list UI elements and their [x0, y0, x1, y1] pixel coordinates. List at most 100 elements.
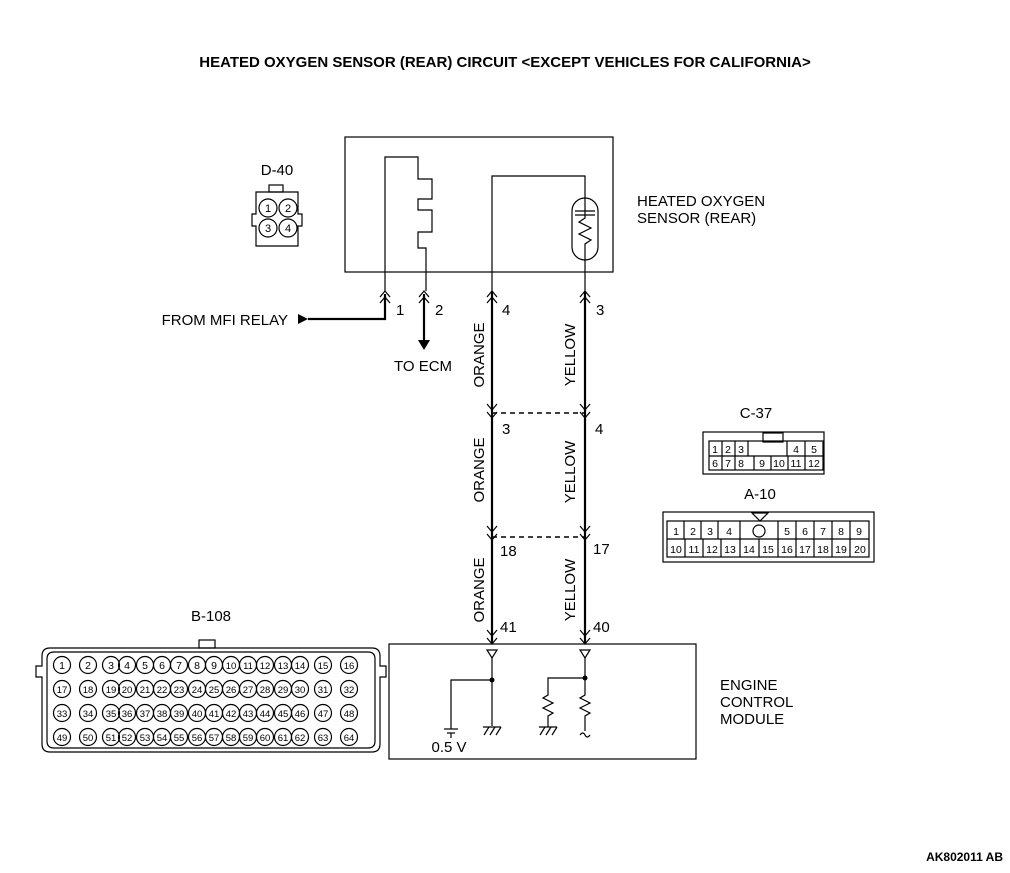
d40-connector-icon: 1 2 3 4 — [251, 184, 303, 247]
b108-pin — [255, 703, 275, 723]
svg-text:15: 15 — [762, 544, 774, 556]
b108-pin-number: 18 — [83, 685, 94, 696]
b108-pin-number: 24 — [192, 685, 203, 696]
b108-pin-number: 64 — [344, 733, 355, 744]
ecm-left-circuit — [450, 658, 493, 729]
b108-pin — [339, 727, 359, 747]
b108-pin — [101, 679, 121, 699]
b108-pin-number: 53 — [140, 733, 151, 744]
b108-pin — [290, 655, 310, 675]
svg-text:17: 17 — [799, 544, 811, 556]
b108-pin-number: 7 — [176, 660, 182, 672]
b108-pin — [313, 703, 333, 723]
terminal-3: 3 — [596, 302, 604, 319]
svg-text:3: 3 — [707, 526, 713, 538]
ecm-right-resistor — [578, 658, 592, 731]
b108-pin — [339, 703, 359, 723]
b108-pin — [255, 727, 275, 747]
b108-pin — [52, 655, 72, 675]
ecm-voltage-label: 0.5 V — [431, 739, 466, 756]
b108-pin-number: 45 — [278, 709, 289, 720]
b108-pin — [290, 679, 310, 699]
b108-pin — [78, 655, 98, 675]
b108-pin-number: 35 — [106, 709, 117, 720]
b108-pin-number: 26 — [226, 685, 237, 696]
b108-pin-number: 16 — [344, 661, 355, 672]
svg-text:10: 10 — [773, 458, 785, 470]
b108-pin-number: 46 — [295, 709, 306, 720]
d40-connector-id: D-40 — [261, 162, 294, 179]
b108-pin-number: 34 — [83, 709, 94, 720]
terminal-1: 1 — [396, 302, 404, 319]
b108-pin-number: 50 — [83, 733, 94, 744]
b108-pin-number: 63 — [318, 733, 329, 744]
b108-pin-number: 19 — [106, 685, 117, 696]
svg-text:8: 8 — [838, 526, 844, 538]
svg-text:11: 11 — [791, 458, 802, 470]
heater-element — [384, 156, 433, 291]
b108-pin-number: 29 — [278, 685, 289, 696]
svg-text:1: 1 — [673, 526, 679, 538]
b108-pin — [169, 679, 189, 699]
c37-connector-id: C-37 — [740, 405, 773, 422]
svg-text:12: 12 — [808, 458, 820, 470]
wire-color-yellow-2: YELLOW — [562, 440, 579, 503]
ecm-input-left-icon — [485, 649, 499, 660]
b108-pin-number: 11 — [243, 661, 253, 672]
b108-pin-number: 41 — [209, 709, 220, 720]
svg-text:3: 3 — [265, 223, 271, 235]
b108-pin-number: 52 — [122, 733, 133, 744]
svg-text:1: 1 — [712, 444, 718, 456]
b108-pin — [255, 655, 275, 675]
b108-pin-number: 14 — [295, 661, 306, 672]
b108-pin — [339, 679, 359, 699]
svg-text:2: 2 — [725, 444, 731, 456]
b108-pin-number: 20 — [122, 685, 133, 696]
b108-pin — [117, 655, 137, 675]
b108-pin-number: 44 — [260, 709, 271, 720]
b108-pin — [117, 703, 137, 723]
svg-text:9: 9 — [759, 458, 765, 470]
to-ecm-label: TO ECM — [394, 358, 452, 375]
svg-text:5: 5 — [811, 444, 817, 456]
b108-pin-number: 57 — [209, 733, 220, 744]
b108-pin — [313, 727, 333, 747]
b108-pin — [78, 703, 98, 723]
svg-text:12: 12 — [706, 544, 718, 556]
svg-text:3: 3 — [738, 444, 744, 456]
svg-text:8: 8 — [738, 458, 744, 470]
b108-pin-number: 27 — [243, 685, 254, 696]
terminal-2: 2 — [435, 302, 443, 319]
b108-pin-number: 4 — [124, 660, 130, 672]
ecm-label-3: MODULE — [720, 711, 784, 728]
b108-pin-number: 38 — [157, 709, 168, 720]
b108-pin-number: 22 — [157, 685, 168, 696]
b108-pin-number: 55 — [174, 733, 185, 744]
wire-color-orange-2: ORANGE — [471, 437, 488, 502]
ecm-pull-resistor — [541, 677, 585, 727]
b108-pin — [78, 727, 98, 747]
b108-pin-number: 32 — [344, 685, 355, 696]
svg-text:6: 6 — [712, 458, 718, 470]
b108-pin — [101, 703, 121, 723]
b108-pin-number: 15 — [318, 661, 329, 672]
diagram-title: HEATED OXYGEN SENSOR (REAR) CIRCUIT <EXC… — [199, 54, 811, 71]
svg-text:4: 4 — [726, 526, 732, 538]
b108-pin-number: 49 — [57, 733, 68, 744]
b108-pin-number: 9 — [211, 660, 217, 672]
b108-pin — [52, 679, 72, 699]
svg-text:2: 2 — [285, 203, 291, 215]
terminal-ecm-right: 40 — [593, 619, 610, 636]
terminal-j1-right: 4 — [595, 421, 603, 438]
svg-text:2: 2 — [690, 526, 696, 538]
svg-text:7: 7 — [820, 526, 826, 538]
svg-text:11: 11 — [689, 544, 700, 556]
wire-color-orange-3: ORANGE — [471, 557, 488, 622]
wire-color-yellow-1: YELLOW — [562, 323, 579, 386]
b108-pin-number: 10 — [226, 661, 237, 672]
b108-pin-number: 37 — [140, 709, 151, 720]
b108-pin-number: 21 — [140, 685, 151, 696]
b108-pin-number: 61 — [278, 733, 289, 744]
b108-pin-number: 54 — [157, 733, 168, 744]
b108-pin-number: 17 — [57, 685, 68, 696]
